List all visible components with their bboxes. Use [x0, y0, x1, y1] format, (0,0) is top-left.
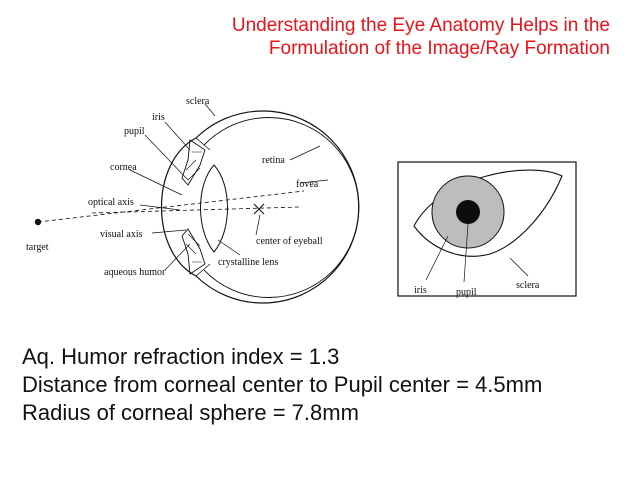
fact-pupil-distance: Distance from corneal center to Pupil ce… — [22, 372, 543, 397]
title-line-1: Understanding the Eye Anatomy Helps in t… — [231, 15, 610, 36]
leader-lines — [129, 103, 329, 271]
fact-refraction-index: Aq. Humor refraction index = 1.3 — [22, 344, 340, 369]
eye-anatomy-diagram: sclera iris pupil cornea retina fovea op… — [26, 96, 577, 304]
title-line-2: Formulation of the Image/Ray Formation — [268, 38, 610, 59]
fact-corneal-radius: Radius of corneal sphere = 7.8mm — [22, 400, 359, 425]
center-marker — [253, 203, 265, 215]
sclera-outline — [195, 110, 360, 304]
label-iris: iris — [152, 112, 165, 123]
iris-upper-hatch — [185, 151, 202, 181]
pupil-disc — [456, 200, 480, 224]
label-sclera: sclera — [186, 96, 210, 107]
label-visual-axis: visual axis — [100, 229, 143, 240]
axes — [37, 190, 305, 223]
visual-axis-line — [37, 190, 305, 223]
eye-cross-section — [160, 110, 360, 304]
label-aqueous-humor: aqueous humor — [104, 267, 166, 278]
crystalline-lens — [200, 164, 228, 253]
label-pupil: pupil — [124, 126, 145, 137]
cornea-outline — [160, 137, 197, 277]
retina-outline — [203, 117, 360, 298]
eye-parameters: Aq. Humor refraction index = 1.3 Distanc… — [22, 343, 542, 427]
front-label-iris: iris — [414, 285, 427, 296]
eye-front-view: iris pupil sclera — [397, 161, 577, 298]
iris-lower-hatch — [185, 233, 202, 263]
target-dot — [34, 218, 42, 226]
label-fovea: fovea — [296, 179, 319, 190]
label-optical-axis: optical axis — [88, 197, 134, 208]
front-label-sclera: sclera — [516, 280, 540, 291]
iris-upper — [181, 139, 206, 186]
front-leader-lines — [425, 223, 529, 283]
label-target: target — [26, 242, 49, 253]
slide-title: Understanding the Eye Anatomy Helps in t… — [150, 14, 610, 60]
label-cornea: cornea — [110, 162, 137, 173]
label-retina: retina — [262, 155, 285, 166]
iris-lower — [181, 228, 206, 275]
label-center-of-eyeball: center of eyeball — [256, 236, 323, 247]
label-crystalline-lens: crystalline lens — [218, 257, 278, 268]
front-label-pupil: pupil — [456, 287, 477, 298]
